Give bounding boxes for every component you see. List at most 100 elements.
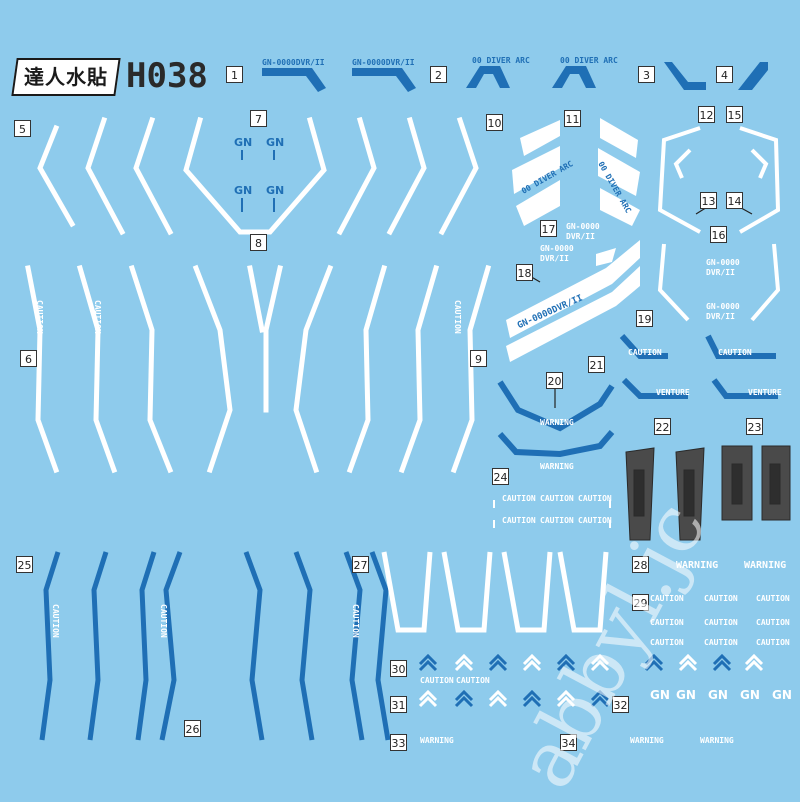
decal-number-14: 14 [726, 192, 743, 209]
label-caution-13: CAUTION [704, 618, 738, 627]
label-warning-6: WARNING [630, 736, 664, 745]
label-dvr-1: DVR/II [566, 232, 595, 241]
label-caution-7: CAUTION [540, 516, 574, 525]
decal-number-17: 17 [540, 220, 557, 237]
label-caution-15: CAUTION [650, 638, 684, 647]
label-caution-2: CAUTION [718, 348, 752, 357]
label-caution-18: CAUTION [420, 676, 454, 685]
decal-number-11: 11 [564, 110, 581, 127]
decal-number-19: 19 [636, 310, 653, 327]
gn-4: GN [266, 184, 285, 197]
label-gn-code-4: GN-0000 [706, 302, 740, 311]
decal-white-strips [25, 116, 492, 474]
decal-number-15: 15 [726, 106, 743, 123]
label-warning-3: WARNING [676, 560, 719, 571]
label-warning-1: WARNING [540, 418, 574, 427]
decal-number-18: 18 [516, 264, 533, 281]
gn-9: GN [772, 688, 792, 702]
decal-number-7: 7 [250, 110, 267, 127]
product-code: H038 [126, 56, 208, 96]
label-model-2: GN-0000DVR/II [352, 58, 415, 67]
gn-2: GN [266, 136, 285, 149]
decal-number-4: 4 [716, 66, 733, 83]
label-caution-9: CAUTION [650, 594, 684, 603]
decal-number-23: 23 [746, 418, 763, 435]
label-model-1: GN-0000DVR/II [262, 58, 325, 67]
label-warning-2: WARNING [540, 462, 574, 471]
label-caution-17: CAUTION [756, 638, 790, 647]
label-caution-20: CAUTION [35, 300, 44, 334]
decal-number-34: 34 [560, 734, 577, 751]
decal-number-3: 3 [638, 66, 655, 83]
label-caution-3: CAUTION [502, 494, 536, 503]
gn-3: GN [234, 184, 253, 197]
decal-number-25: 25 [16, 556, 33, 573]
decal-number-33: 33 [390, 734, 407, 751]
gn-8: GN [740, 688, 760, 702]
label-caution-10: CAUTION [704, 594, 738, 603]
decal-number-5: 5 [14, 120, 31, 137]
decal-number-6: 6 [20, 350, 37, 367]
decal-number-20: 20 [546, 372, 563, 389]
label-caution-19: CAUTION [456, 676, 490, 685]
decal-number-31: 31 [390, 696, 407, 713]
label-caution-14: CAUTION [756, 618, 790, 627]
decal-group-7-lines [241, 150, 275, 212]
label-gn-code-2: GN-0000 [540, 244, 574, 253]
label-caution-8: CAUTION [578, 516, 612, 525]
label-thruster-1: VENTURE [656, 388, 690, 397]
label-caution-1: CAUTION [628, 348, 662, 357]
label-caution-4: CAUTION [540, 494, 574, 503]
label-gn-code-3: GN-0000 [706, 258, 740, 267]
label-warning-4: WARNING [744, 560, 787, 571]
decal-number-10: 10 [486, 114, 503, 131]
decal-number-16: 16 [710, 226, 727, 243]
decal-number-12: 12 [698, 106, 715, 123]
decal-diagonal-band-18 [506, 240, 640, 362]
label-warning-7: WARNING [700, 736, 734, 745]
decal-top-chevrons [262, 62, 768, 92]
decal-chevron-3a [466, 66, 510, 88]
label-caution-5: CAUTION [578, 494, 612, 503]
decal-shield-11 [512, 118, 640, 226]
decal-chevron-1 [262, 68, 326, 92]
decal-blue-strips [39, 551, 391, 741]
decal-chevron-3b [552, 66, 596, 88]
label-warning-5: WARNING [420, 736, 454, 745]
label-dvr-2: DVR/II [540, 254, 569, 263]
label-caution-24: CAUTION [159, 604, 168, 638]
decal-dark-panels [625, 445, 791, 541]
decal-chevron-4 [664, 62, 706, 90]
label-caution-23: CAUTION [51, 604, 60, 638]
label-thruster-2: VENTURE [748, 388, 782, 397]
decal-number-2: 2 [430, 66, 447, 83]
decal-chevron-4b [738, 62, 768, 90]
decal-chevron-2 [352, 68, 416, 92]
decal-up-chevrons [418, 653, 764, 708]
decal-number-1: 1 [226, 66, 243, 83]
label-dvr-3: DVR/II [706, 268, 735, 277]
label-caution-16: CAUTION [704, 638, 738, 647]
decal-number-32: 32 [612, 696, 629, 713]
decal-small-marks [493, 500, 611, 528]
gn-1: GN [234, 136, 253, 149]
label-gn-code-1: GN-0000 [566, 222, 600, 231]
label-caution-6: CAUTION [502, 516, 536, 525]
label-caution-12: CAUTION [650, 618, 684, 627]
decal-number-21: 21 [588, 356, 605, 373]
label-caution-11: CAUTION [756, 594, 790, 603]
gn-7: GN [708, 688, 728, 702]
decal-blue-arcs [497, 333, 778, 458]
decal-number-26: 26 [184, 720, 201, 737]
decal-number-9: 9 [470, 350, 487, 367]
label-caution-21: CAUTION [93, 300, 102, 334]
decal-number-30: 30 [390, 660, 407, 677]
label-diver-arc-1: 00 DIVER ARC [472, 56, 530, 65]
decal-number-24: 24 [492, 468, 509, 485]
gn-6: GN [676, 688, 696, 702]
decal-number-8: 8 [250, 234, 267, 251]
decal-white-v [381, 551, 609, 633]
decal-hex-frame [657, 126, 781, 322]
